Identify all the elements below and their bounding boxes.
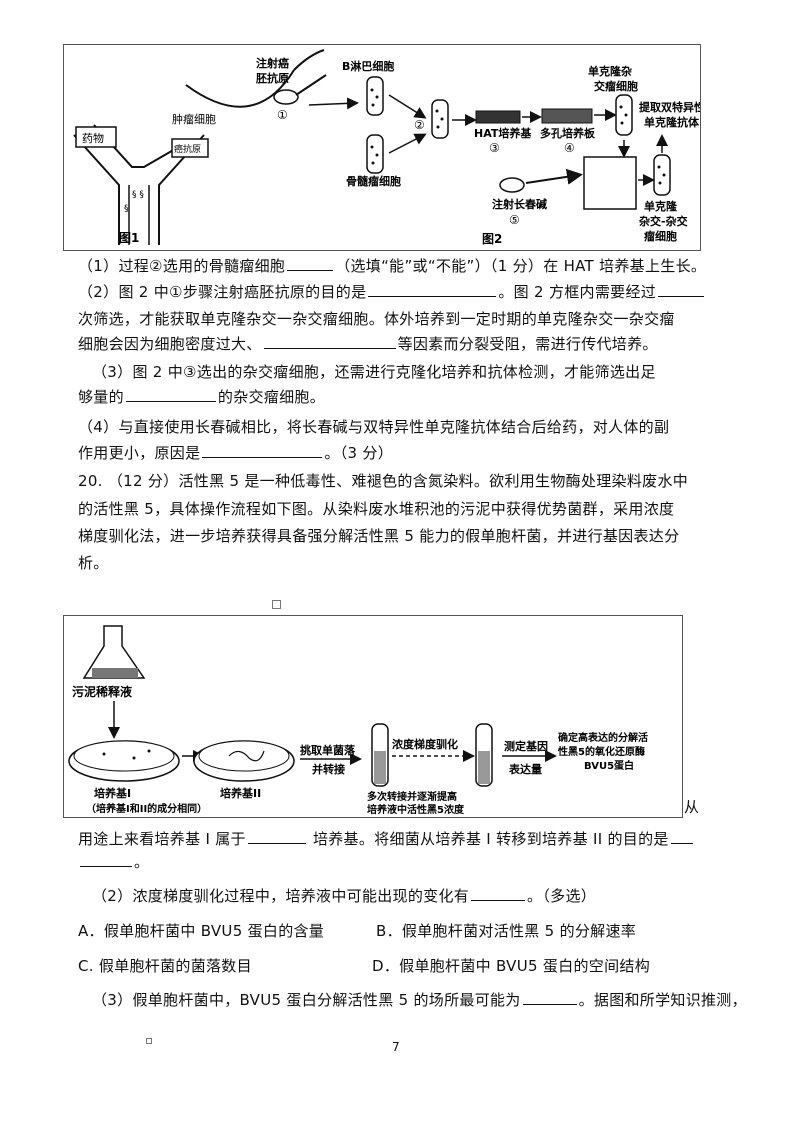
q20-sub-1: 用途上来看培养基 I 属于 培养基。将细菌从培养基 I 转移到培养基 II 的目… [78,829,695,849]
svg-text:§ §: § § [132,190,144,200]
q20-sub-2: （2）浓度梯度驯化过程中，培养液中可能出现的变化有。（多选） [92,886,597,905]
figure-1-caption: 图1 [119,231,139,245]
q19-line-4: 细胞会因为细胞密度过大、等因素而分裂受阻，需进行传代培养。 [78,334,658,353]
option-d[interactable]: D．假单胞杆菌中 BVU5 蛋白的空间结构 [372,957,651,975]
inject-label-1: 注射癌 [256,56,289,70]
pick-colony-label-1: 挑取单菌落 [300,743,356,757]
transfer-label-2: 培养液中活性黑5浓度 [367,803,465,816]
mono-hybrid-label-1: 单克隆杂 [588,64,632,78]
b-cell-label: B淋巴细胞 [342,59,394,73]
transfer-label-1: 多次转接并逐渐提高 [367,790,457,803]
antigen-label: 癌抗原 [174,143,201,155]
svg-text:§: § [124,204,129,214]
q20-cong: 从 [684,798,700,816]
drug-label: 药物 [82,131,104,145]
sludge-label: 污泥稀释液 [72,684,132,699]
answer-blank[interactable] [658,282,705,297]
answer-blank[interactable] [247,829,306,844]
step-1-marker: ① [277,108,288,122]
figure-q20-drawing: 污泥稀释液 培养基I （培养基I和II的成分相同） 培养基II 挑取单菌落 并转… [68,625,648,816]
figure-1-2-drawing: 药物 肿瘤细胞 癌抗原 § § § 图1 注射癌 胚抗原 ① B淋巴细胞 骨髓瘤… [73,49,700,246]
option-c[interactable]: C. 假单胞杆菌的菌落数目 [78,957,252,975]
measure-label-2: 表达量 [508,762,542,776]
q19-line-3: 次筛选，才能获取单克隆杂交一杂交瘤细胞。体外培养到一定时期的单克隆杂交一杂交瘤 [78,310,675,328]
step-4-marker: ④ [564,141,575,155]
q20-sub-3: （3）假单胞杆菌中，BVU5 蛋白分解活性黑 5 的场所最可能为。据图和所学知识… [92,990,747,1009]
answer-blank[interactable] [287,256,334,271]
figure-q20: 污泥稀释液 培养基I （培养基I和II的成分相同） 培养基II 挑取单菌落 并转… [63,615,683,818]
q19-line-1: （1）过程②选用的骨髓瘤细胞（选填“能”或“不能”）（1 分）在 HAT 培养基… [78,256,707,275]
medium-2-label: 培养基II [220,786,261,800]
gradient-label: 浓度梯度驯化 [392,737,458,751]
figure-1-2: 药物 肿瘤细胞 癌抗原 § § § 图1 注射癌 胚抗原 ① B淋巴细胞 骨髓瘤… [63,44,701,251]
answer-blank[interactable] [202,443,323,458]
inject-label-2: 胚抗原 [255,71,289,85]
medium-note-label: （培养基I和II的成分相同） [86,802,207,815]
q19-line-7: （4）与直接使用长春碱相比，将长春碱与双特异性单克隆抗体结合后给药，对人体的副 [78,418,670,436]
confirm-label-1: 确定高表达的分解活 [558,731,648,744]
medium-1-label: 培养基I [94,786,131,800]
answer-blank[interactable] [522,990,577,1005]
tumor-cell-label: 肿瘤细胞 [172,112,216,126]
answer-blank[interactable] [670,829,693,844]
placeholder-square [272,600,281,609]
extract-label-1: 提取双特异性 [639,100,700,114]
hybrid-hybrid-label-1: 单克隆 [644,199,678,213]
q20-line-1: 20. （12 分）活性黑 5 是一种低毒性、难褪色的含氮染料。欲利用生物酶处理… [78,472,689,490]
measure-label-1: 测定基因 [504,739,548,753]
confirm-label-3: BVU5蛋白 [584,759,634,772]
q19-line-5: （3）图 2 中③选出的杂交瘤细胞，还需进行克隆化培养和抗体检测，才能筛选出足 [92,363,656,381]
vincristine-label: 注射长春碱 [492,197,547,211]
option-a[interactable]: A．假单胞杆菌中 BVU5 蛋白的含量 [78,922,325,940]
step-3-marker: ③ [489,141,500,155]
answer-blank[interactable] [471,886,526,901]
extract-label-2: 单克隆抗体 [644,115,700,129]
page-number: 7 [392,1040,400,1054]
q19-line-8: 作用更小，原因是。（3 分） [78,443,394,462]
mouse-icon-2 [499,177,525,193]
hybrid-hybrid-label-2: 杂交-杂交 [639,214,688,228]
q20-line-3: 梯度驯化法，进一步培养获得具备强分解活性黑 5 能力的假单胞杆菌，并进行基因表达… [78,527,680,545]
screening-box [583,156,637,210]
myeloma-cell-label: 骨髓瘤细胞 [346,174,401,188]
step-2-marker: ② [414,118,425,132]
confirm-label-2: 性黑5的氧化还原酶 [557,745,645,758]
pick-colony-label-2: 并转接 [312,762,345,776]
q19-line-2: （2）图 2 中①步骤注射癌胚抗原的目的是。图 2 方框内需要经过 [78,282,706,302]
q20-sub-1-cont: 。 [78,852,149,872]
answer-blank[interactable] [368,282,497,297]
option-b[interactable]: B．假单胞杆菌对活性黑 5 的分解速率 [376,922,637,940]
answer-blank[interactable] [125,387,216,402]
q20-line-2: 的活性黑 5，具体操作流程如下图。从染料废水堆积池的污泥中获得优势菌群，采用浓度 [78,500,675,518]
q20-line-4: 析。 [78,554,109,572]
step-5-marker: ⑤ [509,213,520,227]
placeholder-square [146,1038,152,1044]
mono-hybrid-label-2: 交瘤细胞 [594,79,638,93]
hat-medium-label: HAT培养基 [474,126,532,140]
hybrid-hybrid-label-3: 瘤细胞 [644,229,677,243]
flask-icon [82,625,146,679]
figure-2-caption: 图2 [482,232,502,246]
mouse-icon [273,89,299,105]
q19-line-6: 够量的的杂交瘤细胞。 [78,387,326,406]
multiwell-plate-label: 多孔培养板 [540,126,596,140]
answer-blank[interactable] [80,852,132,867]
answer-blank[interactable] [263,334,396,349]
